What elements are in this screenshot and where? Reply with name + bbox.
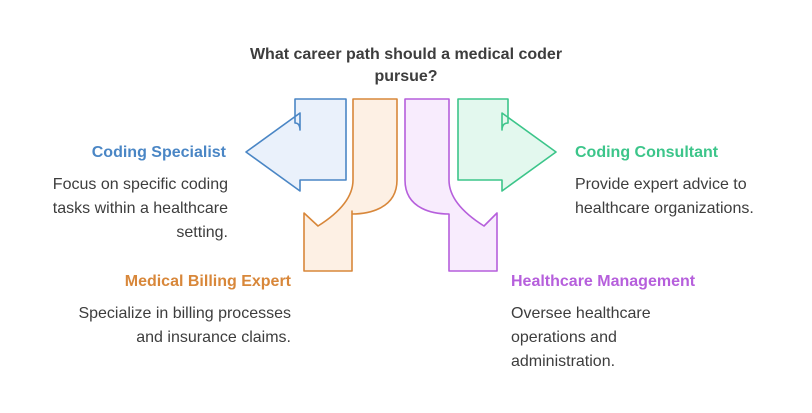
coding-specialist-title: Coding Specialist xyxy=(91,144,226,161)
coding-consultant-title: Coding Consultant xyxy=(575,144,719,161)
coding-consultant-arrow xyxy=(457,98,557,192)
medical-billing-expert-title: Medical Billing Expert xyxy=(124,273,291,290)
coding-specialist-arrow xyxy=(245,98,347,192)
medical-billing-expert-arrow xyxy=(303,98,398,272)
question-title: What career path should a medical coder … xyxy=(249,46,563,85)
medical-billing-expert-description: Specialize in billing processes and insu… xyxy=(78,305,291,346)
coding-specialist-description: Focus on specific coding tasks within a … xyxy=(52,176,228,241)
healthcare-management-arrow xyxy=(404,98,498,272)
healthcare-management-description: Oversee healthcare operations and admini… xyxy=(511,305,651,370)
coding-consultant-description: Provide expert advice to healthcare orga… xyxy=(575,176,754,217)
healthcare-management-title: Healthcare Management xyxy=(511,273,696,290)
